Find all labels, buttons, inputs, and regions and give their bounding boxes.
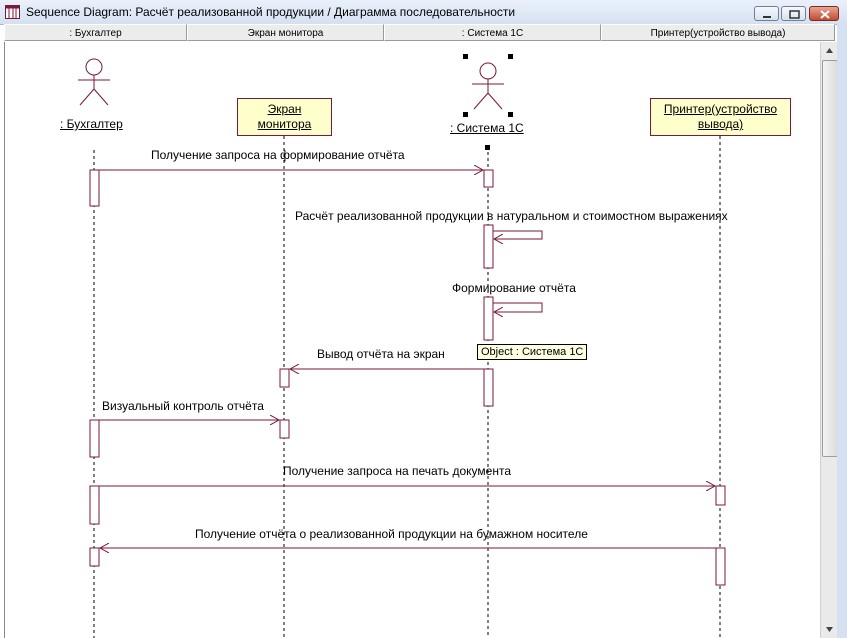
minimize-icon [763, 16, 771, 18]
diagram-canvas[interactable]: : Бухгалтер Экран монитора : Система 1С … [4, 42, 821, 638]
scroll-down-arrow-icon[interactable] [821, 621, 838, 638]
activation-box [715, 547, 726, 586]
close-button[interactable] [809, 6, 839, 21]
message-label[interactable]: Формирование отчёта [452, 281, 576, 295]
header-printer[interactable]: Принтер(устройство вывода) [601, 24, 835, 41]
activation-box [715, 485, 726, 506]
object-tooltip: Object : Система 1С [477, 344, 588, 360]
printer-label-line2: вывода) [697, 117, 744, 131]
monitor-label-line1: Экран [267, 102, 302, 116]
activation-box [279, 368, 290, 388]
system-label[interactable]: : Система 1С [450, 121, 524, 135]
printer-object-box[interactable]: Принтер(устройство вывода) [650, 98, 791, 136]
message-label[interactable]: Получение запроса на формирование отчёта [151, 148, 405, 162]
vertical-scrollbar[interactable] [820, 42, 838, 638]
message-label[interactable]: Расчёт реализованной продукции в натурал… [295, 209, 728, 223]
activation-box [89, 547, 100, 567]
window-frame-edge [837, 24, 847, 638]
lifeline-header-bar: : Бухгалтер Экран монитора : Система 1С … [4, 24, 835, 42]
message-label[interactable]: Получение отчёта о реализованной продукц… [195, 527, 588, 541]
diagram-drawing [78, 54, 726, 638]
scrollbar-thumb[interactable] [822, 60, 838, 457]
window-title: Sequence Diagram: Расчёт реализованной п… [26, 5, 516, 19]
system-actor-icon[interactable] [472, 62, 504, 110]
activation-box [279, 419, 290, 439]
activation-box [89, 419, 100, 458]
self-message-arrow [493, 230, 543, 239]
activation-box [89, 485, 100, 525]
message-label[interactable]: Визуальный контроль отчёта [102, 399, 264, 413]
accountant-actor-icon[interactable] [78, 58, 110, 106]
message-label[interactable]: Вывод отчёта на экран [317, 347, 445, 361]
accountant-label[interactable]: : Бухгалтер [60, 117, 123, 131]
self-message-arrow [493, 302, 543, 312]
restore-icon [789, 10, 800, 19]
activation-box [483, 296, 494, 341]
header-monitor[interactable]: Экран монитора [187, 24, 384, 41]
minimize-button[interactable] [754, 6, 779, 21]
title-bar: Sequence Diagram: Расчёт реализованной п… [0, 0, 847, 25]
maximize-button[interactable] [781, 6, 806, 21]
message-label[interactable]: Получение запроса на печать документа [283, 464, 511, 478]
activation-box [89, 169, 100, 207]
header-accountant[interactable]: : Бухгалтер [4, 24, 187, 41]
selection-handles[interactable] [463, 54, 513, 150]
monitor-label-line2: монитора [257, 117, 312, 131]
activation-box [483, 224, 494, 269]
monitor-object-box[interactable]: Экран монитора [237, 98, 332, 136]
printer-label-line1: Принтер(устройство [663, 102, 778, 116]
close-icon [820, 10, 830, 19]
activation-box [483, 368, 494, 407]
sequence-diagram-icon [5, 5, 20, 19]
activation-box [483, 169, 494, 188]
scroll-up-arrow-icon[interactable] [821, 42, 838, 59]
header-system[interactable]: : Система 1С [384, 24, 601, 41]
